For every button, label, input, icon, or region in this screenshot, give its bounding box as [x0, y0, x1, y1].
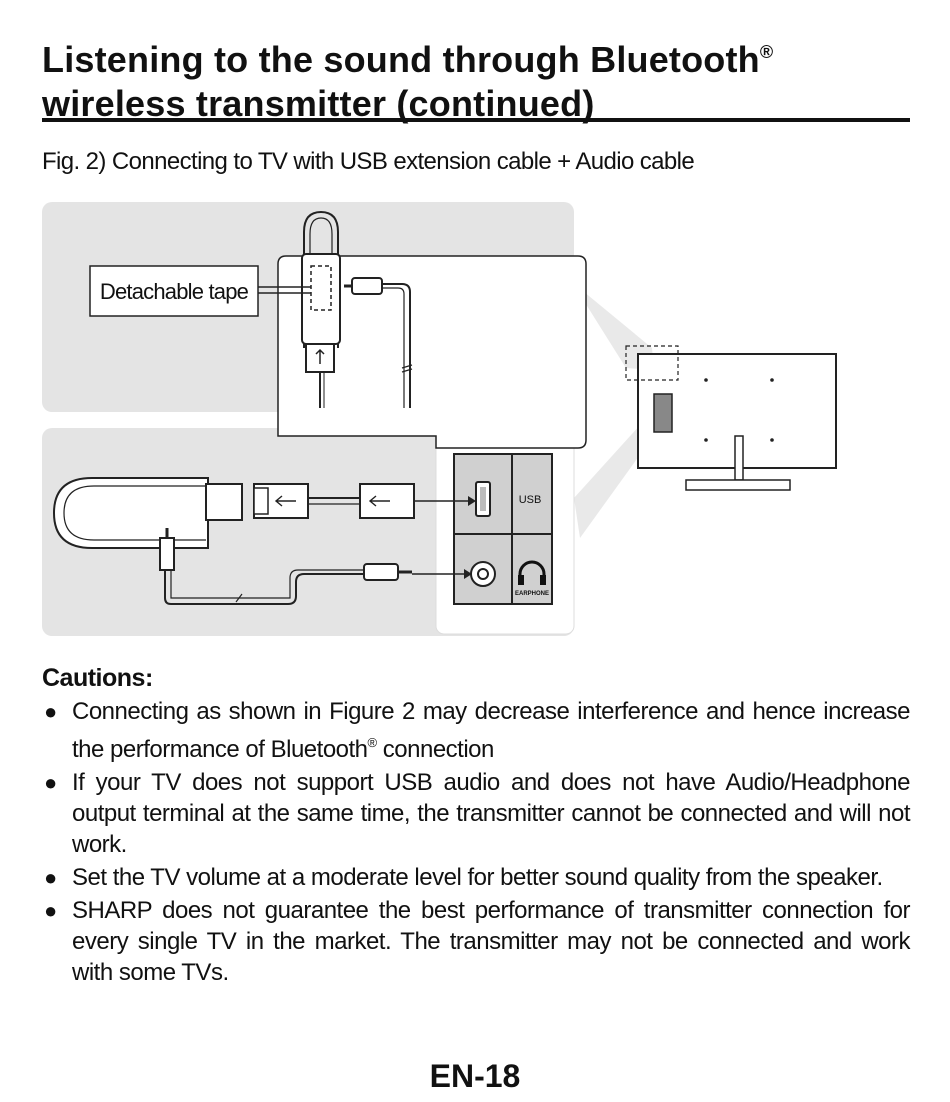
audio-cable-lower	[164, 570, 364, 605]
cautions-list: ●Connecting as shown in Figure 2 may dec…	[42, 696, 911, 990]
bullet-icon: ●	[44, 865, 57, 890]
audio-plug-transmitter	[159, 537, 175, 571]
title-text-part1: Listening to the sound through Bluetooth	[42, 39, 760, 80]
tv-stand-neck	[734, 435, 744, 481]
tv-port-location	[653, 393, 673, 433]
bullet-icon: ●	[44, 699, 57, 724]
transmitter-loop	[303, 210, 339, 348]
headphone-icon	[518, 560, 546, 585]
list-item: ●SHARP does not guarantee the best perfo…	[44, 897, 911, 986]
audio-plug-upper	[351, 277, 383, 295]
audio-plug-tv	[363, 563, 399, 581]
tv-zoom-indicator	[625, 345, 679, 381]
earphone-port-label: EARPHONE	[515, 591, 549, 597]
bullet-icon: ●	[44, 770, 57, 795]
title-text-part2: wireless transmitter (continued)	[42, 83, 595, 124]
audio-cable-upper	[382, 283, 411, 408]
page-title: Listening to the sound through Bluetooth…	[42, 30, 912, 126]
registered-mark: ®	[367, 735, 378, 750]
detachable-tape-callout-box	[89, 265, 259, 317]
list-item: ●If your TV does not support USB audio a…	[44, 769, 911, 858]
connection-diagram: USB EARPHONE Detachable tape	[42, 202, 837, 636]
registered-mark: ®	[759, 42, 774, 62]
list-item: ●Set the TV volume at a moderate level f…	[44, 864, 883, 891]
transmitter-detail-box	[277, 255, 587, 449]
zoom-wedge-upper	[572, 282, 654, 370]
figure-caption: Fig. 2) Connecting to TV with USB extens…	[42, 148, 695, 175]
title-underline	[42, 118, 910, 122]
page-number: EN-18	[429, 1058, 521, 1094]
transmitter-body-lower	[52, 477, 209, 549]
transmitter-usb-plug	[205, 483, 243, 521]
tv-stand-base	[685, 479, 791, 491]
list-item: ●Connecting as shown in Figure 2 may dec…	[44, 698, 911, 763]
bullet-icon: ●	[44, 898, 57, 923]
tv-port-panel	[453, 453, 553, 605]
cautions-heading: Cautions:	[42, 664, 153, 692]
detachable-tape-label: Detachable tape	[100, 279, 249, 304]
detachable-tape-marker	[310, 265, 332, 311]
transmitter-body-upper	[301, 253, 341, 345]
usb-port-label: USB	[519, 494, 542, 506]
